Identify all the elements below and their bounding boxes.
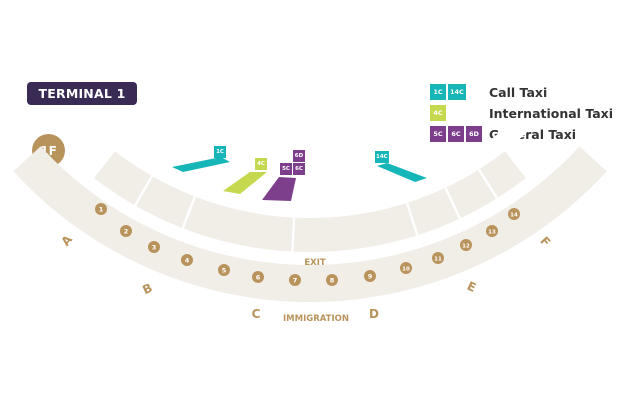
legend-label: Call Taxi xyxy=(489,84,548,100)
hall-edge xyxy=(90,117,530,218)
gate-marker xyxy=(508,208,520,220)
hall-divider xyxy=(405,202,419,236)
legend-tag: 6D xyxy=(466,126,482,142)
gate-marker xyxy=(120,225,132,237)
gate-marker xyxy=(326,274,338,286)
gate-number: 8 xyxy=(330,276,335,284)
hall-divider xyxy=(134,175,154,207)
taxi-stop-tag-1c: 1C xyxy=(214,146,226,158)
zone-label-e: E xyxy=(465,279,478,295)
gate-number: 3 xyxy=(152,243,157,251)
gate-marker xyxy=(218,264,230,276)
gate-number: 6 xyxy=(256,273,261,281)
gate-1[interactable]: 1 xyxy=(95,203,107,215)
gate-marker xyxy=(460,239,472,251)
gate-marker xyxy=(95,203,107,215)
terminal-badge: TERMINAL 1 xyxy=(27,82,137,105)
zone-label-a: A xyxy=(58,232,75,249)
gate-number: 2 xyxy=(124,227,129,235)
immigration-label: IMMIGRATION xyxy=(283,314,349,324)
legend-tag: 4C xyxy=(430,105,446,121)
gate-marker xyxy=(400,262,412,274)
gate-number: 4 xyxy=(185,256,190,264)
zone-label-d: D xyxy=(369,307,379,321)
gate-number: 14 xyxy=(510,212,518,218)
legend-tag: 5C xyxy=(430,126,446,142)
gate-13[interactable]: 13 xyxy=(486,225,498,237)
gate-7[interactable]: 7 xyxy=(289,274,301,286)
gate-5[interactable]: 5 xyxy=(218,264,230,276)
gate-marker xyxy=(486,225,498,237)
gate-3[interactable]: 3 xyxy=(148,241,160,253)
gate-4[interactable]: 4 xyxy=(181,254,193,266)
zone-label-c: C xyxy=(252,307,261,321)
legend-tag: 14C xyxy=(448,84,466,100)
gate-11[interactable]: 11 xyxy=(432,252,444,264)
gate-9[interactable]: 9 xyxy=(364,270,376,282)
gate-marker xyxy=(289,274,301,286)
legend-label: International Taxi xyxy=(489,105,614,121)
legend-international-taxi: 4C International Taxi xyxy=(430,105,613,121)
taxi-area-4c[interactable] xyxy=(223,172,267,194)
gate-8[interactable]: 8 xyxy=(326,274,338,286)
gate-14[interactable]: 14 xyxy=(508,208,520,220)
zone-label-f: F xyxy=(537,234,553,249)
gate-number: 10 xyxy=(402,266,410,272)
gate-marker xyxy=(148,241,160,253)
gate-number: 5 xyxy=(222,266,227,274)
taxi-stop-tag-5c: 5C xyxy=(280,163,292,175)
gate-12[interactable]: 12 xyxy=(460,239,472,251)
gate-number: 7 xyxy=(293,276,298,284)
gate-number: 11 xyxy=(434,256,442,262)
gate-marker xyxy=(364,270,376,282)
hall-divider xyxy=(444,187,462,220)
taxi-stop-tag-6d: 6D xyxy=(293,150,305,162)
taxi-stop-tag-4c: 4C xyxy=(255,158,267,170)
taxi-area-5c-6c[interactable] xyxy=(262,177,296,201)
gate-number: 13 xyxy=(488,229,496,235)
gate-10[interactable]: 10 xyxy=(400,262,412,274)
gate-number: 12 xyxy=(462,243,470,249)
hall-divider xyxy=(477,168,499,199)
legend-call-taxi: 1C 14C Call Taxi xyxy=(430,84,613,100)
legend-tag: 6C xyxy=(448,126,464,142)
zone-label-b: B xyxy=(140,281,154,298)
gate-marker xyxy=(432,252,444,264)
gate-concourse xyxy=(13,146,607,302)
taxi-stop-tag-6c: 6C xyxy=(293,163,305,175)
taxi-stop-tag-14c: 14C xyxy=(375,151,389,163)
gate-marker xyxy=(181,254,193,266)
legend-tag: 1C xyxy=(430,84,446,100)
exit-label: EXIT xyxy=(304,258,326,268)
gate-marker xyxy=(252,271,264,283)
gate-number: 1 xyxy=(99,205,104,213)
hall-divider xyxy=(181,196,197,229)
arrival-hall xyxy=(94,151,526,252)
gate-number: 9 xyxy=(368,272,373,280)
taxi-area-1c[interactable] xyxy=(172,157,230,172)
hall-divider xyxy=(291,217,296,252)
taxi-area-14c[interactable] xyxy=(377,163,427,182)
gate-6[interactable]: 6 xyxy=(252,271,264,283)
gate-2[interactable]: 2 xyxy=(120,225,132,237)
